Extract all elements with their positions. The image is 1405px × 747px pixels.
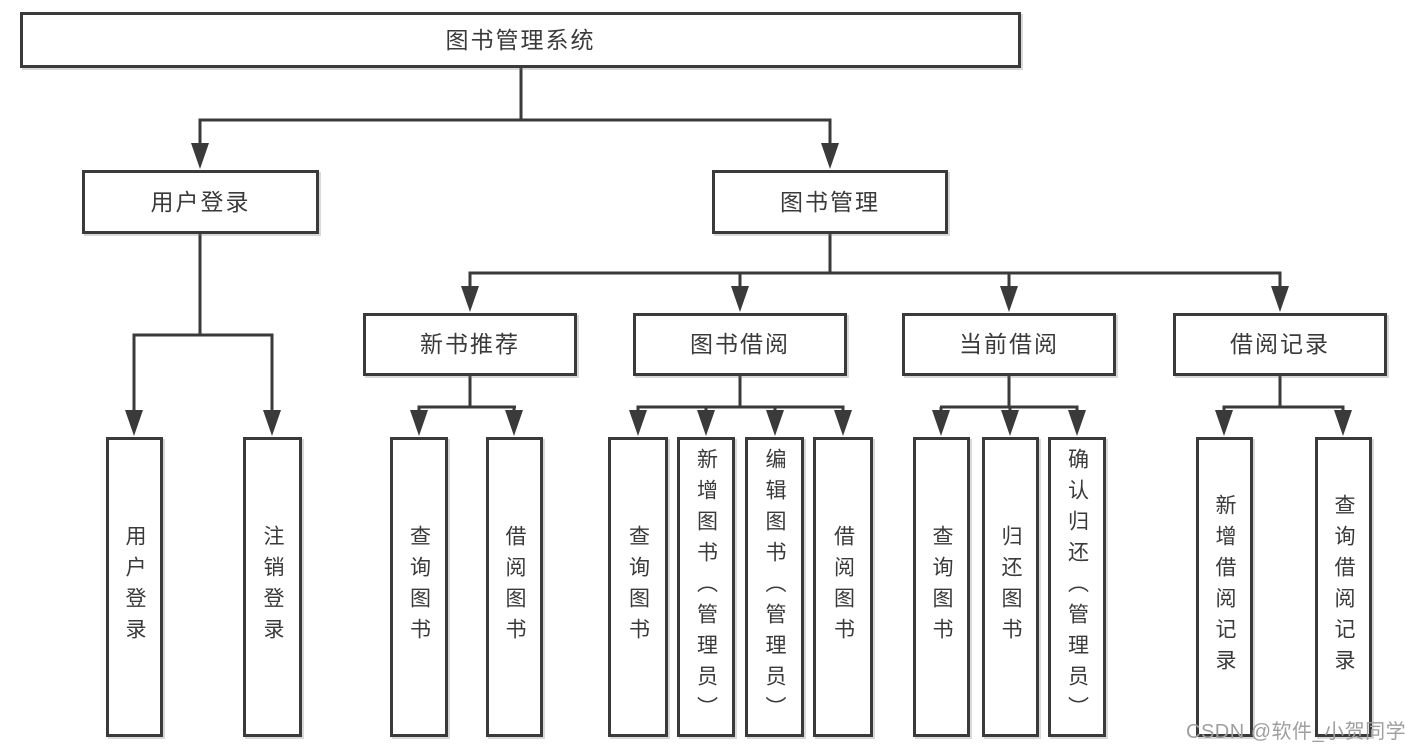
node-current-borrowing: 当前借阅 xyxy=(902,313,1116,376)
node-label: 图书管理 xyxy=(780,188,880,215)
leaf-borrow-books: 借阅图书 xyxy=(813,437,873,737)
node-borrowing-records: 借阅记录 xyxy=(1173,313,1387,376)
leaf-add-borrow-record: 新增借阅记录 xyxy=(1196,437,1253,737)
leaf-search-books-borrow: 查询图书 xyxy=(608,437,668,737)
leaf-return-book: 归还图书 xyxy=(982,437,1039,737)
node-label: 图书管理系统 xyxy=(445,26,596,53)
node-label: 新增图书（管理员） xyxy=(694,447,718,727)
node-library-management-system: 图书管理系统 xyxy=(20,12,1021,68)
leaf-user-login: 用户登录 xyxy=(106,437,163,737)
leaf-logout: 注销登录 xyxy=(243,437,302,737)
csdn-watermark: CSDN @软件_小贺同学 xyxy=(1186,721,1405,743)
leaf-confirm-return-admin: 确认归还（管理员） xyxy=(1048,437,1106,737)
node-label: 当前借阅 xyxy=(959,331,1059,357)
node-label: 查询借阅记录 xyxy=(1332,494,1355,680)
node-label: 查询图书 xyxy=(930,525,953,649)
node-label: 查询图书 xyxy=(407,525,431,649)
leaf-search-books-current: 查询图书 xyxy=(913,437,970,737)
leaf-add-book-admin: 新增图书（管理员） xyxy=(677,437,735,737)
node-label: 注销登录 xyxy=(261,525,284,649)
node-book-borrowing: 图书借阅 xyxy=(633,313,847,376)
node-label: 新书推荐 xyxy=(420,331,520,357)
node-label: 借阅图书 xyxy=(503,525,526,649)
leaf-search-borrow-record: 查询借阅记录 xyxy=(1315,437,1372,737)
node-label: 用户登录 xyxy=(150,188,251,215)
node-user-login: 用户登录 xyxy=(82,170,319,234)
leaf-search-books-recommend: 查询图书 xyxy=(390,437,448,737)
node-label: 用户登录 xyxy=(123,525,146,649)
leaf-borrow-books-recommend: 借阅图书 xyxy=(486,437,543,737)
node-label: 归还图书 xyxy=(999,525,1022,649)
leaf-edit-book-admin: 编辑图书（管理员） xyxy=(745,437,804,737)
node-label: 查询图书 xyxy=(626,525,650,649)
node-label: 图书借阅 xyxy=(690,331,790,357)
node-label: 借阅图书 xyxy=(831,525,855,649)
node-book-management: 图书管理 xyxy=(712,170,948,234)
node-label: 编辑图书（管理员） xyxy=(763,447,786,727)
node-label: 确认归还（管理员） xyxy=(1065,447,1089,727)
node-new-book-recommendation: 新书推荐 xyxy=(363,313,577,376)
node-label: 新增借阅记录 xyxy=(1213,494,1236,680)
node-label: 借阅记录 xyxy=(1230,331,1330,357)
